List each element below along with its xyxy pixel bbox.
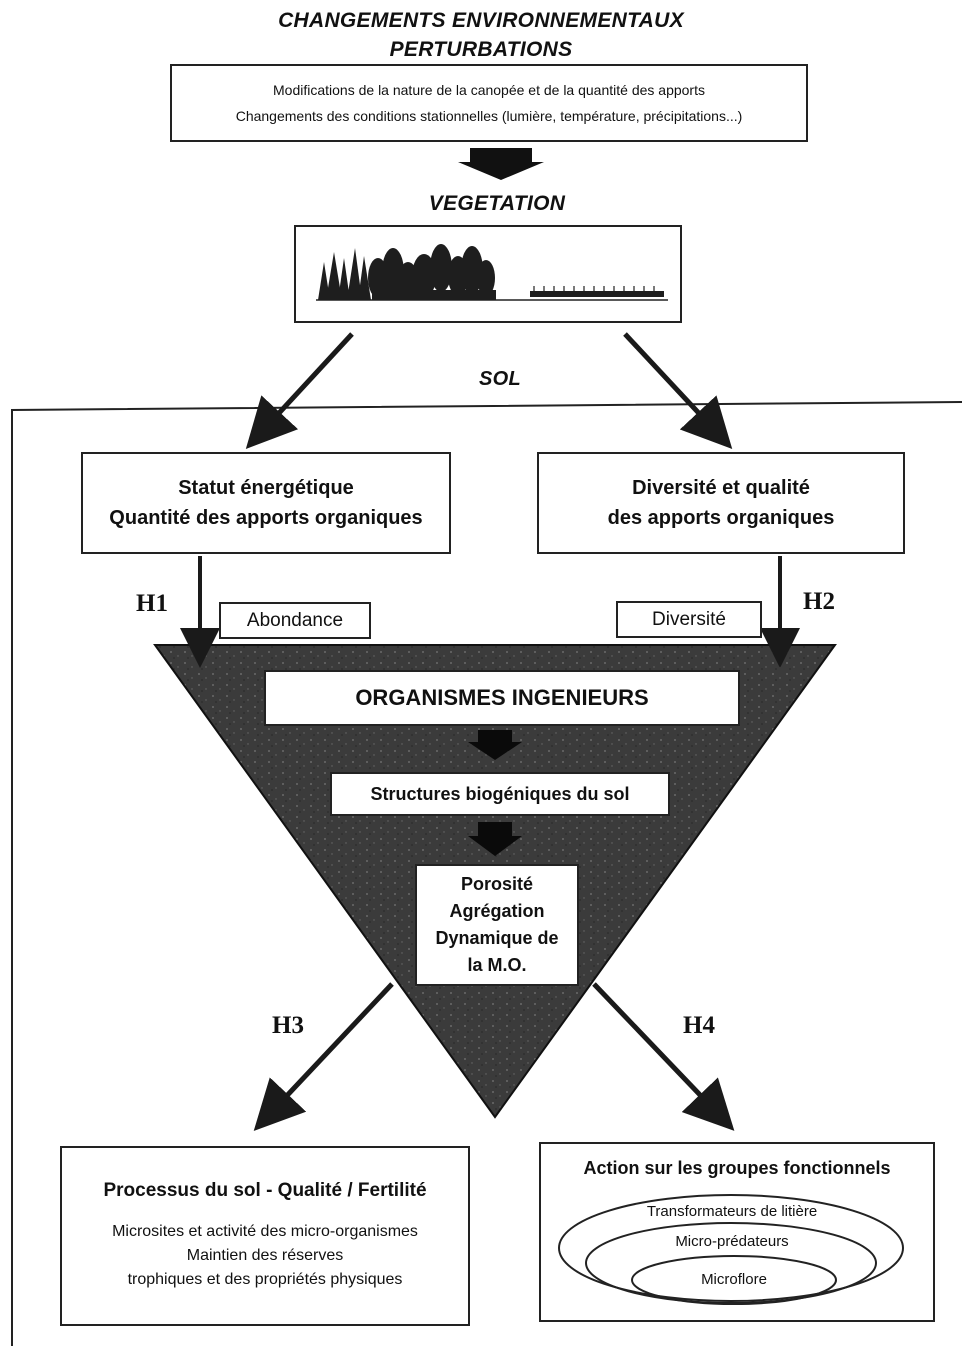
diversity-line-2: des apports organiques bbox=[607, 507, 835, 529]
energy-status-box: Statut énergétique Quantité des apports … bbox=[81, 452, 451, 554]
porosity-line-3: Dynamique de bbox=[435, 928, 559, 948]
porosity-line-2: Agrégation bbox=[449, 901, 545, 921]
engineer-organisms-box: ORGANISMES INGENIEURS bbox=[264, 670, 740, 726]
block-arrow-2 bbox=[468, 822, 522, 856]
porosity-line-1: Porosité bbox=[460, 874, 534, 894]
ring-label-litter: Transformateurs de litière bbox=[646, 1203, 818, 1220]
process-lines: Microsites et activité des micro-organis… bbox=[62, 1220, 468, 1292]
arrow-veg-right bbox=[623, 332, 733, 449]
disturbance-line-2: Changements des conditions stationnelles… bbox=[235, 108, 743, 124]
arrow-h3 bbox=[253, 982, 394, 1131]
diversity-line-1: Diversité et qualité bbox=[632, 477, 810, 499]
process-line-1: Microsites et activité des micro-organis… bbox=[112, 1223, 418, 1240]
functional-groups-box: Action sur les groupes fonctionnels bbox=[539, 1142, 935, 1322]
porosity-line-4: la M.O. bbox=[467, 955, 527, 975]
ring-label-predators: Micro-prédateurs bbox=[675, 1233, 789, 1250]
diversity-tag: Diversité bbox=[616, 601, 762, 638]
porosity-box: Porosité Agrégation Dynamique de la M.O. bbox=[415, 864, 579, 986]
energy-line-2: Quantité des apports organiques bbox=[109, 507, 423, 529]
process-line-2: Maintien des réserves bbox=[186, 1247, 344, 1264]
disturbance-box: Modifications de la nature de la canopée… bbox=[170, 64, 808, 142]
diversity-quality-box: Diversité et qualité des apports organiq… bbox=[537, 452, 905, 554]
hypothesis-h3: H3 bbox=[272, 1012, 304, 1039]
soil-label: SOL bbox=[478, 368, 521, 390]
groups-title: Action sur les groupes fonctionnels bbox=[583, 1158, 891, 1178]
forest-illustration bbox=[316, 244, 668, 301]
energy-line-1: Statut énergétique bbox=[178, 477, 354, 499]
soil-process-box: Processus du sol - Qualité / Fertilité M… bbox=[60, 1146, 470, 1326]
block-arrow-1 bbox=[468, 730, 522, 760]
soil-frame bbox=[11, 401, 962, 1346]
hypothesis-h1: H1 bbox=[136, 590, 168, 617]
disturbance-line-1: Modifications de la nature de la canopée… bbox=[273, 82, 705, 98]
ring-microflora bbox=[631, 1255, 837, 1305]
ring-litter-transformers bbox=[558, 1194, 904, 1302]
header-line-1: CHANGEMENTS ENVIRONNEMENTAUX bbox=[278, 9, 684, 32]
biogenic-structures-box: Structures biogéniques du sol bbox=[330, 772, 670, 816]
block-arrow-down bbox=[458, 148, 544, 180]
arrow-h4 bbox=[592, 982, 735, 1131]
header-title: CHANGEMENTS ENVIRONNEMENTAUX PERTURBATIO… bbox=[0, 6, 962, 64]
vegetation-box bbox=[294, 225, 682, 323]
vegetation-label: VEGETATION bbox=[428, 192, 566, 215]
process-title: Processus du sol - Qualité / Fertilité bbox=[103, 1180, 427, 1201]
abundance-tag: Abondance bbox=[219, 602, 371, 639]
arrow-veg-left bbox=[245, 332, 354, 450]
hypothesis-h4: H4 bbox=[683, 1012, 715, 1039]
process-line-3: trophiques et des propriétés physiques bbox=[127, 1271, 403, 1288]
header-line-2: PERTURBATIONS bbox=[389, 38, 573, 61]
hypothesis-h2: H2 bbox=[803, 588, 835, 615]
ring-label-microflora: Microflore bbox=[701, 1271, 767, 1288]
